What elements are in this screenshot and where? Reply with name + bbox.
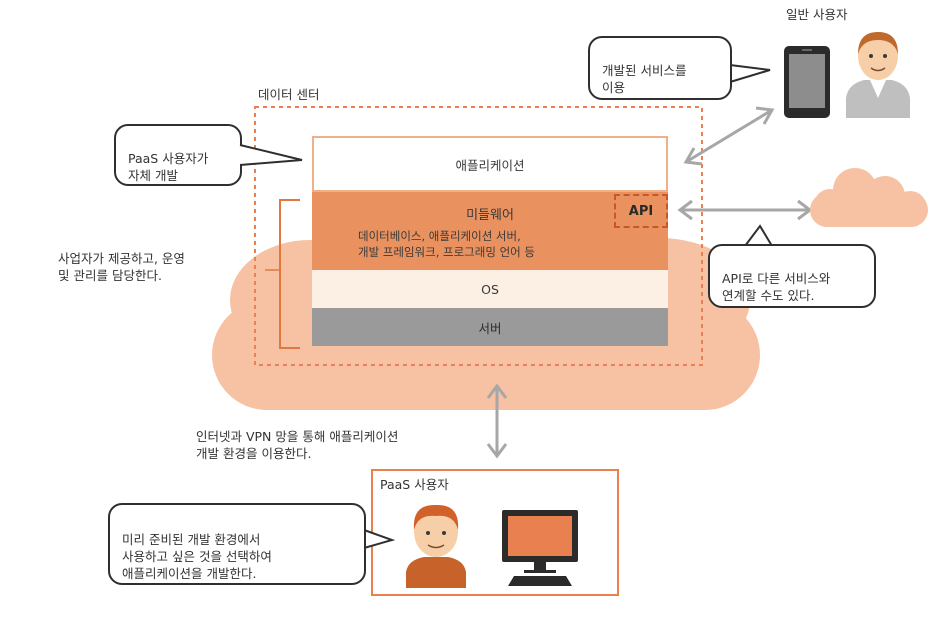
application-layer: 애플리케이션 (312, 136, 668, 192)
provider-bracket (279, 199, 300, 349)
smartphone-icon (784, 46, 830, 118)
middleware-title: 미들웨어 (466, 208, 514, 223)
server-label: 서버 (478, 320, 502, 336)
middleware-layer: 미들웨어 데이터베이스, 애플리케이션 서버, 개발 프레임워크, 프로그래밍 … (312, 192, 668, 270)
bubble-prepared-env-text: 미리 준비된 개발 환경에서 사용하고 싶은 것을 선택하여 애플리케이션을 개… (122, 532, 272, 581)
computer-monitor-icon (502, 510, 578, 586)
arrow-app-user (683, 106, 775, 166)
os-label: OS (481, 281, 499, 297)
arrow-api-cloud (677, 199, 813, 221)
bubble-paas-self-dev: PaaS 사용자가 자체 개발 (114, 124, 242, 186)
middleware-detail: 데이터베이스, 애플리케이션 서버, 개발 프레임워크, 프로그래밍 언어 등 (358, 229, 535, 259)
bubble-paas-self-dev-text: PaaS 사용자가 자체 개발 (128, 151, 209, 183)
data-center-label: 데이터 센터 (258, 87, 320, 102)
arrow-cloud-paas (486, 383, 508, 459)
user-developer-icon (406, 504, 466, 588)
api-label: API (628, 203, 654, 219)
bubble-prepared-env: 미리 준비된 개발 환경에서 사용하고 싶은 것을 선택하여 애플리케이션을 개… (108, 503, 366, 585)
bubble-api-link: API로 다른 서비스와 연계할 수도 있다. (708, 244, 876, 308)
provider-text: 사업자가 제공하고, 운영 및 관리를 담당한다. (58, 251, 185, 283)
user-man-icon (846, 32, 910, 118)
external-cloud-icon (810, 168, 928, 227)
data-center-frame (254, 106, 703, 366)
bubble-service-use-text: 개발된 서비스를 이용 (602, 63, 687, 95)
paas-user-label: PaaS 사용자 (380, 477, 449, 492)
keyboard-icon (508, 576, 572, 586)
network-text: 인터넷과 VPN 망을 통해 애플리케이션 개발 환경을 이용한다. (196, 429, 399, 461)
server-layer: 서버 (312, 308, 668, 346)
general-user-label: 일반 사용자 (786, 7, 848, 22)
bubble-service-use: 개발된 서비스를 이용 (588, 36, 732, 100)
os-layer: OS (312, 270, 668, 308)
bubble-api-link-text: API로 다른 서비스와 연계할 수도 있다. (722, 271, 831, 303)
application-label: 애플리케이션 (455, 157, 525, 173)
api-box: API (614, 194, 668, 228)
